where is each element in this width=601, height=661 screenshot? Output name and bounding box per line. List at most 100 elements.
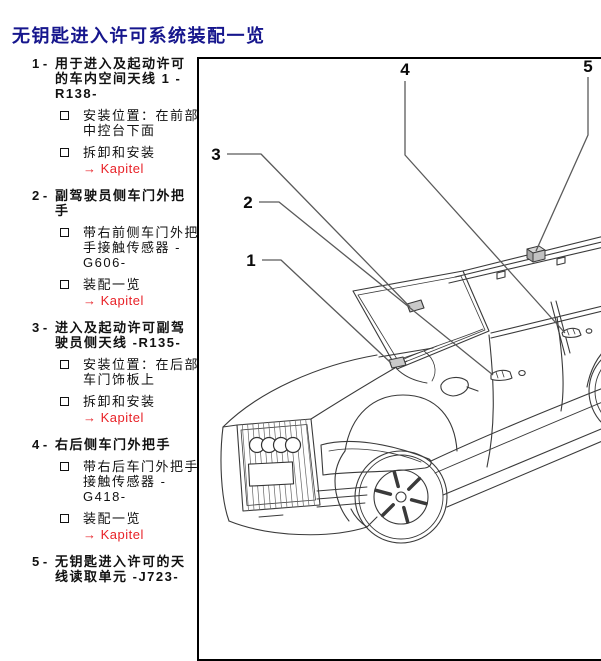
rear-tire-outer: [588, 359, 601, 423]
front-tire-outer: [354, 450, 448, 544]
plate-blank: [247, 461, 295, 487]
grille-outline: [236, 418, 321, 512]
square-bullet-icon: [60, 462, 69, 471]
legend-item-number: 2 -: [32, 188, 48, 203]
legend-item-heading: 右后侧车门外把手: [55, 437, 172, 452]
car-line-drawing: 1 2 3 4 5: [211, 59, 601, 544]
component-front-door-handle: [490, 369, 526, 381]
kapitel-link[interactable]: → Kapitel: [83, 293, 144, 308]
callout-4-label: 4: [400, 60, 410, 79]
shoulder-line: [430, 388, 601, 462]
square-bullet-icon: [60, 397, 69, 406]
page-title: 无钥匙进入许可系统装配一览: [12, 26, 266, 46]
car-intake-slats: [258, 486, 368, 518]
legend-item-number: 3 -: [32, 320, 48, 335]
vehicle-figure: 1 2 3 4 5: [197, 57, 601, 661]
rear-door-seam: [556, 316, 564, 412]
legend-bullet: 带右前侧车门外把手接触传感器 - G606-: [60, 225, 210, 270]
leader-line-4: [404, 81, 566, 334]
legend-bullet-text: 拆卸和安装: [83, 394, 156, 409]
legend-item-number: 1 -: [32, 56, 48, 71]
front-rim: [373, 469, 429, 525]
headlight: [320, 440, 432, 476]
hood-front: [222, 424, 238, 428]
audi-rings-icon: [248, 436, 302, 454]
car-bumper: [228, 516, 378, 536]
legend-bullet-text: 装配一览: [83, 511, 142, 526]
b-pillar: [550, 300, 571, 356]
hood-left-edge: [222, 354, 378, 428]
front-wheel-spokes: [374, 470, 428, 524]
component-rear-door-handle: [561, 327, 593, 338]
leader-line-5: [535, 77, 589, 252]
mirror-stem: [466, 386, 479, 392]
roof-rail-1: [454, 241, 601, 278]
component-r138-antenna: [388, 356, 407, 369]
front-hub: [395, 491, 407, 503]
legend-item-heading: 副驾驶员侧车门外把手: [55, 188, 186, 218]
leader-line-1: [262, 259, 392, 364]
legend-item-heading: 进入及起动许可副驾驶员侧天线 -R135-: [55, 320, 186, 350]
front-wheel-arch: [344, 394, 458, 452]
roofline: [462, 236, 601, 272]
sill-line: [442, 428, 601, 508]
car-front-contour: [220, 426, 230, 522]
legend-bullet-text: 带右前侧车门外把手接触传感器 - G606-: [83, 225, 200, 270]
rear-tire-inner: [594, 369, 601, 413]
windshield: [352, 270, 490, 370]
front-tire-inner: [358, 454, 444, 540]
cowl-to-door: [396, 368, 428, 384]
rear-wheel-arch: [586, 353, 601, 388]
legend-item-heading: 无钥匙进入许可的天线读取单元 -J723-: [55, 554, 186, 584]
legend-bullet-text: 装配一览: [83, 277, 142, 292]
beltline: [490, 305, 601, 339]
legend-bullet-text: 安装位置：在后部车门饰板上: [83, 357, 200, 387]
legend-item-4: 4 - 右后侧车门外把手 带右后车门外把手接触传感器 - G418- 装配一览 …: [10, 437, 210, 542]
legend-bullet: 安装位置：在后部车门饰板上: [60, 357, 210, 387]
legend-bullet: 拆卸和安装 → Kapitel: [60, 394, 210, 425]
legend-item-1: 1 - 用于进入及起动许可的车内空间天线 1 - R138- 安装位置：在前部中…: [10, 56, 210, 176]
legend-item-number: 4 -: [32, 437, 48, 452]
legend-bullet: 装配一览 → Kapitel: [60, 277, 210, 308]
rail-support: [496, 256, 566, 280]
square-bullet-icon: [60, 360, 69, 369]
front-fender: [334, 450, 350, 522]
legend-bullet-text: 带右后车门外把手接触传感器 - G418-: [83, 459, 200, 504]
shoulder-line-2: [434, 402, 601, 474]
headlight-inner: [328, 448, 422, 463]
legend-item-heading: 用于进入及起动许可的车内空间天线 1 - R138-: [55, 56, 186, 101]
hood-seam: [310, 360, 408, 420]
callout-1-label: 1: [246, 251, 255, 270]
kapitel-link[interactable]: → Kapitel: [83, 410, 144, 425]
legend-bullet: 安装位置：在前部中控台下面: [60, 108, 210, 138]
legend-bullet: 拆卸和安装 → Kapitel: [60, 145, 210, 176]
legend-bullet: 装配一览 → Kapitel: [60, 511, 210, 542]
legend-item-number: 5 -: [32, 554, 48, 569]
callout-3-label: 3: [211, 145, 220, 164]
square-bullet-icon: [60, 514, 69, 523]
legend-item-5: 5 - 无钥匙进入许可的天线读取单元 -J723-: [10, 554, 210, 584]
leader-line-2: [259, 201, 494, 376]
front-door-seam: [486, 334, 494, 468]
parts-legend: 1 - 用于进入及起动许可的车内空间天线 1 - R138- 安装位置：在前部中…: [10, 56, 210, 596]
square-bullet-icon: [60, 111, 69, 120]
cowl-line: [378, 347, 434, 358]
callout-5-label: 5: [583, 59, 592, 76]
square-bullet-icon: [60, 280, 69, 289]
kapitel-link[interactable]: → Kapitel: [83, 527, 144, 542]
legend-bullet: 带右后车门外把手接触传感器 - G418-: [60, 459, 210, 504]
legend-item-2: 2 - 副驾驶员侧车门外把手 带右前侧车门外把手接触传感器 - G606- 装配…: [10, 188, 210, 308]
console-through-glass: [423, 350, 436, 382]
roof-rail-2: [448, 247, 601, 284]
square-bullet-icon: [60, 148, 69, 157]
windshield-inner: [357, 275, 486, 365]
side-mirror: [440, 376, 469, 397]
dash-through-glass: [403, 328, 484, 360]
kapitel-link[interactable]: → Kapitel: [83, 161, 144, 176]
legend-bullet-text: 拆卸和安装: [83, 145, 156, 160]
component-j723-reader-unit: [526, 245, 546, 263]
legend-bullet-text: 安装位置：在前部中控台下面: [83, 108, 200, 138]
leader-line-3: [227, 153, 411, 308]
callout-2-label: 2: [243, 193, 252, 212]
legend-item-3: 3 - 进入及起动许可副驾驶员侧天线 -R135- 安装位置：在后部车门饰板上 …: [10, 320, 210, 425]
